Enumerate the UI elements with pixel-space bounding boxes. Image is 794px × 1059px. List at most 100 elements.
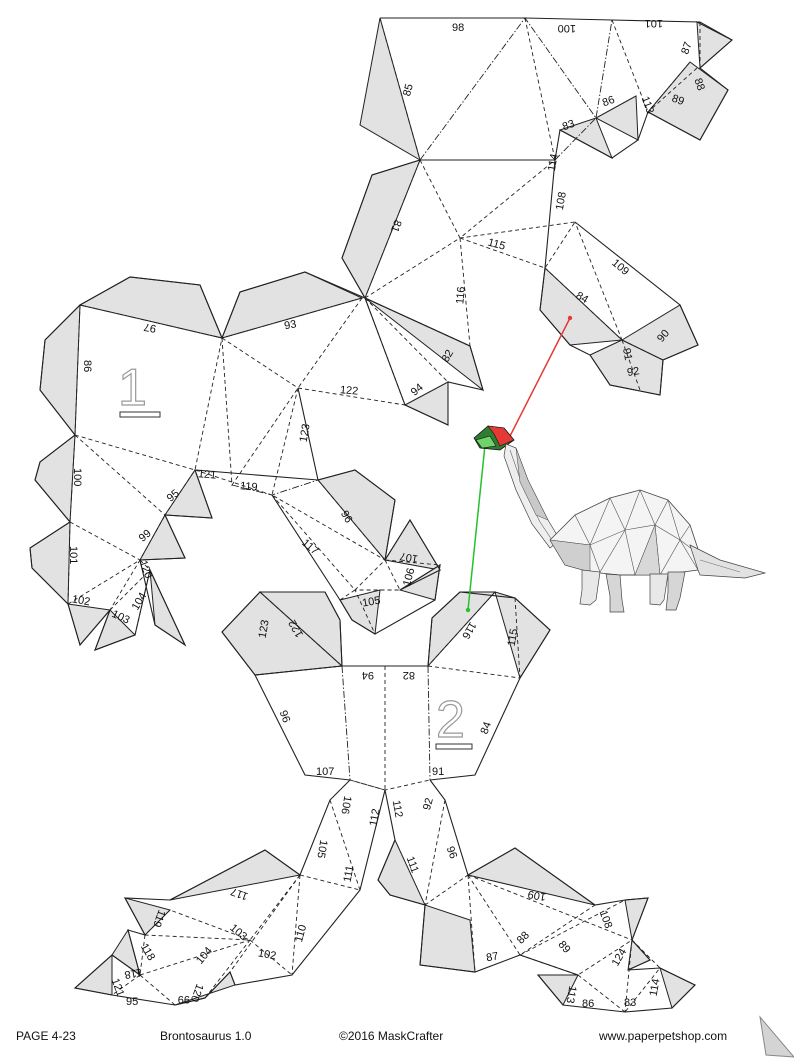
tab bbox=[317, 469, 396, 562]
dino-leg-front-right bbox=[605, 573, 625, 613]
edge-label: 111 bbox=[404, 855, 421, 875]
edge-label: 95 bbox=[126, 996, 138, 1008]
edge-label: 115 bbox=[506, 628, 521, 647]
edge-label: 114 bbox=[546, 153, 561, 172]
edge-label: 110 bbox=[293, 923, 309, 943]
edge-label: 98 bbox=[452, 22, 464, 34]
edge-label: 109 bbox=[609, 257, 631, 278]
edge-label: 96 bbox=[444, 845, 459, 861]
edge-label: 119 bbox=[239, 480, 258, 493]
pointer-line-red bbox=[507, 317, 571, 441]
cut-line bbox=[341, 17, 733, 426]
edge-label: 116 bbox=[454, 286, 467, 305]
edge-label: 121 bbox=[197, 468, 216, 482]
cut-line bbox=[254, 674, 351, 781]
edge-label: 117 bbox=[229, 885, 250, 902]
edge-label: 101 bbox=[67, 546, 79, 564]
dino-body-shade bbox=[549, 539, 591, 573]
edge-label: 109 bbox=[527, 888, 547, 903]
tab bbox=[34, 433, 76, 524]
edge-label: 93 bbox=[283, 318, 297, 332]
edge-label: 85 bbox=[401, 83, 416, 98]
part-underline bbox=[435, 743, 473, 750]
edge-label: 122 bbox=[339, 384, 358, 398]
edge-label: 86 bbox=[582, 998, 594, 1010]
edge-label: 107 bbox=[399, 550, 419, 565]
edge-label: 120 bbox=[188, 982, 206, 1003]
dino-leg-back-left bbox=[649, 573, 669, 606]
edge-label: 120 bbox=[137, 559, 155, 580]
copyright: ©2016 MaskCrafter bbox=[339, 1029, 444, 1043]
edge-label: 91 bbox=[432, 766, 444, 778]
edge-label: 100 bbox=[558, 22, 576, 34]
website-link[interactable]: www.paperpetshop.com bbox=[599, 1029, 728, 1043]
edge-label: 99 bbox=[178, 993, 190, 1005]
edge-label: 87 bbox=[679, 40, 694, 56]
cut-line bbox=[29, 271, 366, 651]
edge-label: 115 bbox=[487, 237, 507, 253]
dino-body-shade bbox=[620, 524, 661, 576]
edge-label: 89 bbox=[670, 93, 686, 108]
edge-label: 108 bbox=[554, 191, 569, 211]
page-curl-corner bbox=[759, 1015, 794, 1058]
edge-label: 124 bbox=[610, 947, 630, 969]
edge-label: 112 bbox=[368, 808, 383, 827]
page-number: PAGE 4-23 bbox=[16, 1029, 76, 1043]
edge-label: 106 bbox=[338, 795, 353, 815]
edge-label: 123 bbox=[257, 619, 272, 639]
edge-label: 83 bbox=[624, 997, 636, 1009]
dino-tail bbox=[689, 544, 767, 579]
edge-label: 91 bbox=[620, 347, 634, 361]
edge-label: 121 bbox=[109, 977, 127, 998]
part-number: 2 bbox=[436, 691, 465, 749]
fold-lines bbox=[67, 17, 701, 636]
dino-head-highlight bbox=[475, 435, 497, 449]
dino-leg-front-left bbox=[579, 569, 601, 606]
edge-label: 118 bbox=[123, 966, 142, 981]
edge-label: 108 bbox=[597, 909, 615, 930]
edge-label: 107 bbox=[316, 766, 334, 778]
model-name: Brontosaurus 1.0 bbox=[160, 1029, 252, 1043]
tab bbox=[594, 95, 639, 141]
dino-leg-back-right bbox=[665, 571, 686, 611]
dinosaur-preview bbox=[465, 315, 767, 613]
edge-label: 105 bbox=[361, 595, 381, 610]
edge-label: 111 bbox=[342, 865, 357, 884]
edge-label: 92 bbox=[421, 797, 436, 812]
edge-label: 82 bbox=[403, 669, 415, 681]
edge-label: 94 bbox=[362, 669, 374, 681]
edge-label: 89 bbox=[555, 939, 572, 956]
edge-label: 86 bbox=[81, 360, 93, 372]
edge-label: 84 bbox=[574, 290, 591, 307]
cut-line bbox=[73, 779, 386, 1006]
cut-line bbox=[271, 387, 441, 635]
edge-label: 114 bbox=[648, 978, 663, 997]
edge-label: 117 bbox=[299, 537, 320, 557]
pointer-dot bbox=[567, 315, 573, 321]
edge-label: 84 bbox=[479, 720, 494, 736]
tab bbox=[419, 904, 476, 973]
dino-tail-facet bbox=[699, 559, 741, 573]
edge-label: 101 bbox=[645, 17, 663, 29]
edge-label: 87 bbox=[485, 950, 499, 964]
edge-label: 88 bbox=[691, 77, 706, 93]
edge-label: 118 bbox=[138, 942, 157, 963]
edge-label: 96 bbox=[338, 509, 355, 526]
edge-label: 100 bbox=[71, 468, 83, 486]
part-1: 1 bbox=[29, 17, 733, 651]
tab bbox=[624, 897, 649, 942]
edge-label: 81 bbox=[388, 218, 403, 234]
edge-label: 96 bbox=[277, 709, 292, 725]
edge-label: 97 bbox=[143, 320, 157, 334]
fold-lines bbox=[111, 591, 661, 1013]
edge-label: 104 bbox=[194, 945, 215, 967]
edge-label: 102 bbox=[257, 947, 277, 962]
tab bbox=[539, 266, 624, 346]
edge-label: 88 bbox=[515, 929, 532, 946]
part-number: 1 bbox=[118, 359, 147, 417]
edge-label: 86 bbox=[601, 94, 617, 109]
edge-label: 82 bbox=[440, 348, 457, 365]
tab bbox=[29, 521, 71, 606]
part-underline bbox=[119, 411, 161, 418]
